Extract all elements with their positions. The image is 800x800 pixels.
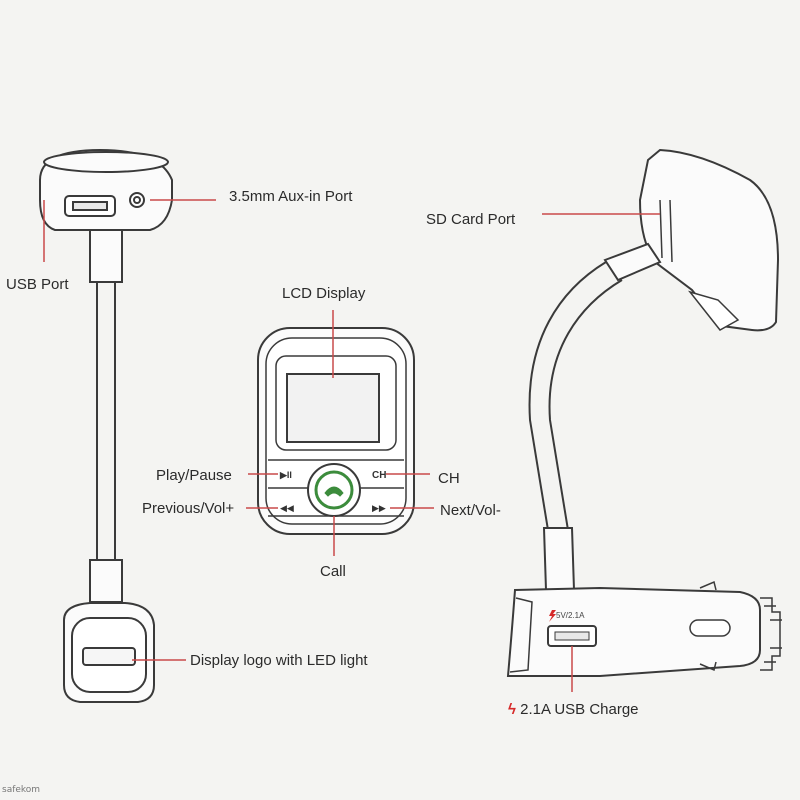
right-device-gooseneck — [528, 261, 623, 531]
left-device-gooseneck — [96, 282, 116, 562]
phone-icon — [324, 486, 344, 497]
charger-front-face — [509, 597, 533, 673]
previous-button: ◀◀ — [280, 504, 294, 514]
charger-tip-contacts — [760, 597, 782, 671]
aux-port-jack-inner — [133, 196, 141, 204]
left-device-front-view — [39, 148, 173, 703]
play-pause-button: ▶II — [279, 470, 292, 480]
usb-port-inner — [72, 201, 108, 211]
label-usb-port: USB Port — [6, 276, 69, 293]
label-usb-charge-text: 2.1A USB Charge — [520, 701, 639, 718]
right-device-neck-top — [603, 242, 662, 282]
led-logo-display — [82, 647, 136, 666]
right-device-neck-bottom — [542, 527, 576, 591]
label-next-vol: Next/Vol- — [440, 502, 501, 519]
center-front-panel — [257, 327, 415, 535]
label-display-logo: Display logo with LED light — [190, 652, 368, 669]
charger-top-notches — [699, 580, 717, 672]
label-ch: CH — [438, 470, 460, 487]
label-aux-port: 3.5mm Aux-in Port — [229, 188, 353, 205]
lightning-bolt-icon: ϟ — [508, 701, 516, 718]
sd-card-slot — [659, 199, 673, 263]
label-previous-vol: Previous/Vol+ — [142, 500, 235, 517]
left-device-head-top — [43, 151, 169, 173]
next-button: ▶▶ — [372, 504, 386, 514]
aux-port-jack — [129, 192, 145, 208]
label-sd-card-port: SD Card Port — [426, 211, 516, 228]
charger-side-groove — [689, 619, 731, 637]
label-lcd-display: LCD Display — [282, 285, 366, 302]
usb-charge-port-inner — [554, 631, 590, 641]
charger-rating-text: 5V/2.1A — [556, 611, 585, 620]
watermark: safekom — [2, 785, 41, 795]
right-device-side-view — [506, 148, 782, 677]
left-device-neck-bottom — [89, 559, 123, 603]
lcd-screen — [286, 373, 380, 443]
ch-button: CH — [372, 470, 386, 481]
label-play-pause: Play/Pause — [156, 467, 232, 484]
charger-rating-bolt-icon — [549, 610, 556, 622]
label-call: Call — [320, 563, 346, 580]
right-device-head-clip — [687, 290, 740, 331]
callout-lines — [43, 199, 660, 692]
left-device-neck-top — [89, 229, 123, 283]
label-usb-charge: ϟ 2.1A USB Charge — [508, 701, 639, 718]
charger-body — [506, 586, 761, 677]
